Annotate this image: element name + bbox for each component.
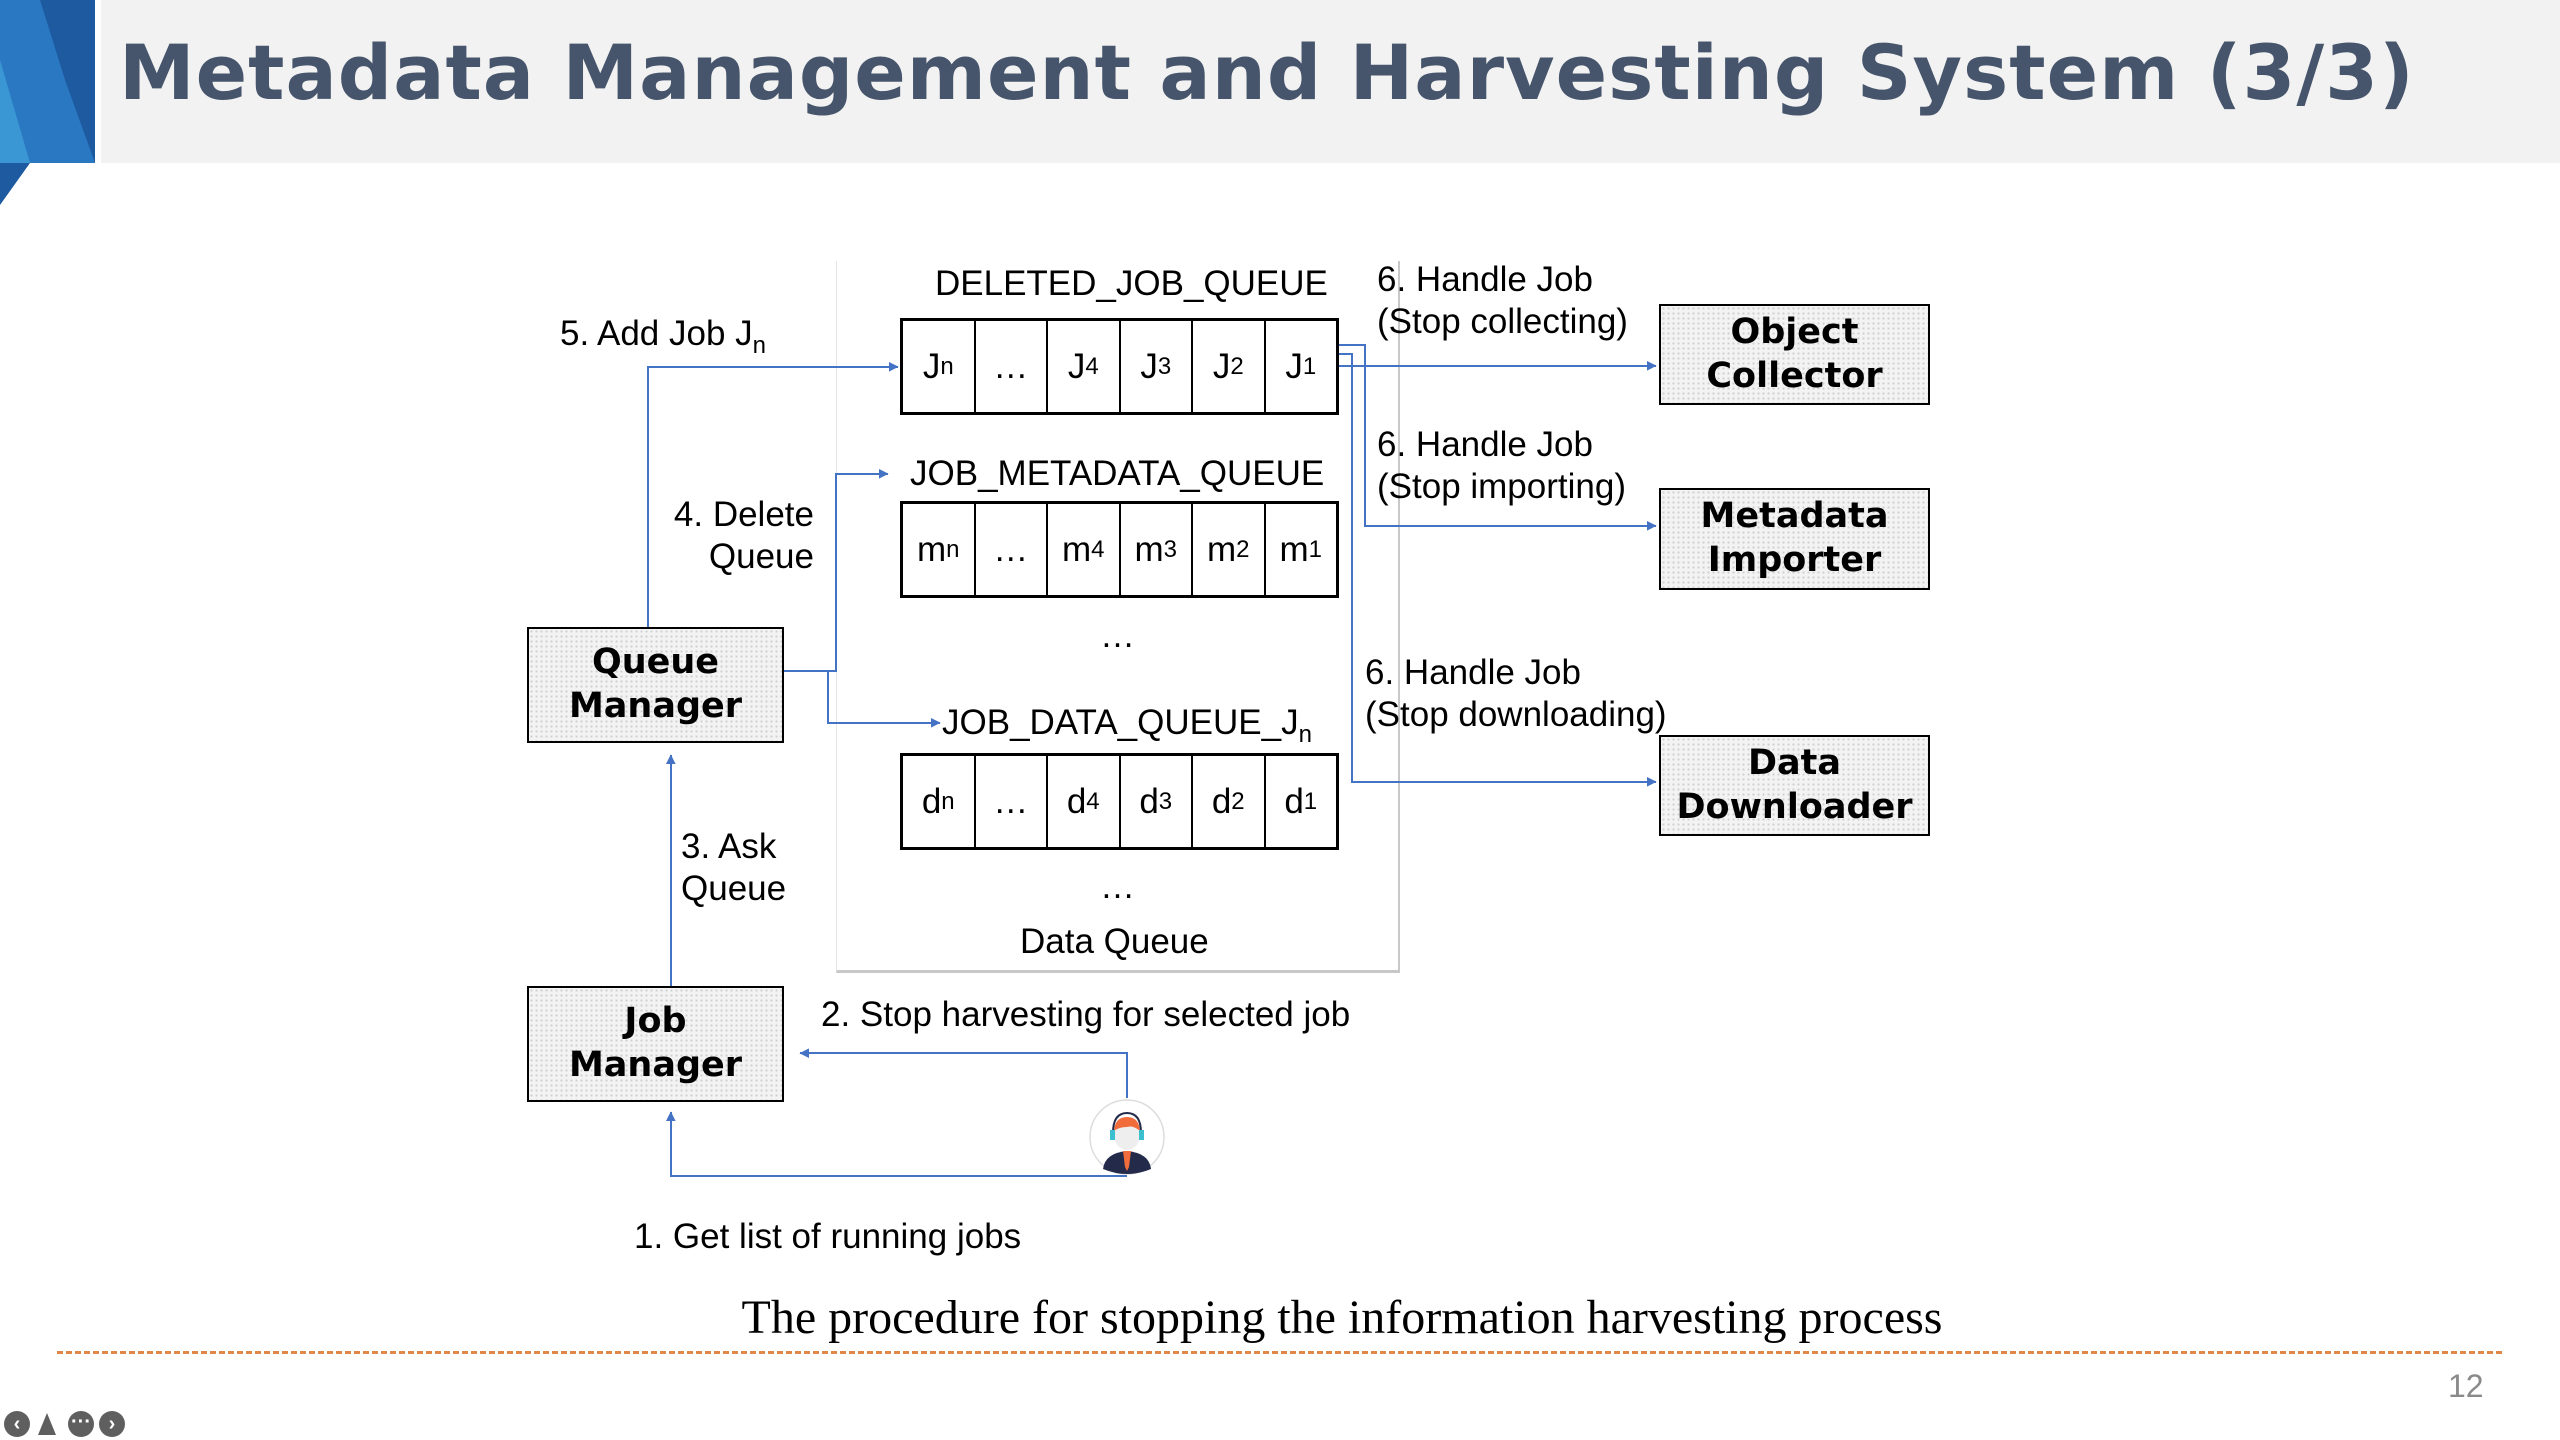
user-support-icon xyxy=(1089,1099,1165,1175)
pen-icon[interactable] xyxy=(38,1413,56,1435)
cell-subscript: 3 xyxy=(1163,535,1177,563)
step5-label: 5. Add Job Jn xyxy=(560,314,766,359)
cell-base: m xyxy=(1061,529,1092,569)
cell-base: J xyxy=(1067,346,1086,386)
queue-cell: … xyxy=(976,756,1048,847)
arrow-step1 xyxy=(671,1112,1127,1177)
cell-subscript: 3 xyxy=(1157,352,1172,380)
queue-label-data: JOB_DATA_QUEUE_Jn xyxy=(942,703,1312,748)
cell-base: J xyxy=(922,346,941,386)
cell-base: m xyxy=(916,529,947,569)
cell-subscript: n xyxy=(946,535,960,563)
ellipsis-mid: … xyxy=(1100,616,1135,655)
cell-subscript: 1 xyxy=(1302,352,1317,380)
cell-base: d xyxy=(1211,781,1232,821)
cell-subscript: 2 xyxy=(1230,352,1244,380)
cell-subscript: 1 xyxy=(1303,787,1318,815)
cell-subscript: 4 xyxy=(1086,787,1100,815)
arrow-step4 xyxy=(784,474,888,672)
data-queue-label: Data Queue xyxy=(1020,922,1209,961)
arrow-step6b xyxy=(1339,344,1656,526)
cell-subscript: 4 xyxy=(1091,535,1105,563)
cell-base: m xyxy=(1134,529,1164,569)
arrow-step6c xyxy=(1339,353,1656,782)
arrow-left-icon[interactable]: ‹ xyxy=(4,1411,30,1437)
more-icon[interactable]: ··· xyxy=(68,1411,94,1437)
ellipsis-bottom: … xyxy=(1100,867,1135,906)
cell-base: J xyxy=(1212,346,1231,386)
header-bar xyxy=(101,0,2560,163)
cell-base: … xyxy=(993,346,1029,386)
queue-label-metadata: JOB_METADATA_QUEUE xyxy=(910,454,1325,493)
page-number: 12 xyxy=(2448,1368,2484,1404)
cell-base: J xyxy=(1140,346,1158,386)
arrow-step2 xyxy=(800,1053,1128,1098)
queue-cell: … xyxy=(976,321,1048,412)
arrow-to-data-queue xyxy=(827,671,940,723)
arrow-step5 xyxy=(647,367,898,627)
cell-base: m xyxy=(1206,529,1237,569)
cell-base: … xyxy=(993,529,1029,569)
cell-subscript: n xyxy=(941,787,955,815)
step6b-label: 6. Handle Job(Stop importing) xyxy=(1377,425,1626,506)
step6a-label: 6. Handle Job(Stop collecting) xyxy=(1377,260,1628,341)
step6c-label: 6. Handle Job(Stop downloading) xyxy=(1365,653,1667,734)
cell-subscript: 3 xyxy=(1158,787,1173,815)
footer-divider xyxy=(57,1351,2502,1354)
cell-base: d xyxy=(1139,781,1159,821)
cell-subscript: 4 xyxy=(1085,352,1099,380)
cell-base: … xyxy=(993,781,1029,821)
cell-subscript: 1 xyxy=(1308,535,1322,563)
cell-subscript: n xyxy=(940,352,954,380)
cell-base: J xyxy=(1285,346,1303,386)
step1-label: 1. Get list of running jobs xyxy=(634,1217,1022,1256)
cell-base: d xyxy=(921,781,942,821)
page-title: Metadata Management and Harvesting Syste… xyxy=(119,28,2415,117)
cell-base: d xyxy=(1284,781,1304,821)
cell-subscript: 2 xyxy=(1231,787,1245,815)
step2-label: 2. Stop harvesting for selected job xyxy=(821,995,1351,1034)
cell-base: m xyxy=(1279,529,1309,569)
cell-subscript: 2 xyxy=(1236,535,1250,563)
figure-caption: The procedure for stopping the informati… xyxy=(741,1291,1943,1344)
logo-shape xyxy=(0,0,95,205)
cell-base: d xyxy=(1066,781,1087,821)
queue-cell: … xyxy=(976,504,1048,595)
arrow-right-icon[interactable]: › xyxy=(99,1411,125,1437)
queue-label-deleted: DELETED_JOB_QUEUE xyxy=(935,264,1328,303)
